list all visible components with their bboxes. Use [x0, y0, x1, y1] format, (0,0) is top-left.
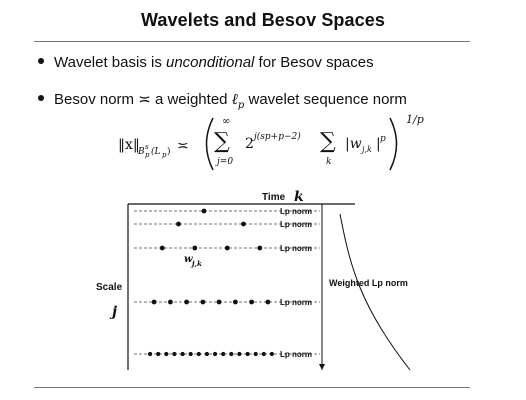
- coefficient-dot: [172, 351, 177, 357]
- footer-divider: [34, 387, 470, 388]
- coefficient-dot: [188, 351, 193, 357]
- time-label: Time: [262, 192, 286, 203]
- asymp-symbol: ≍: [138, 91, 151, 108]
- title-divider: [34, 41, 470, 42]
- scale-var: j: [109, 304, 117, 320]
- formula-arg-p: p: [162, 151, 167, 159]
- weighted-label-post: norm: [383, 278, 408, 288]
- outer-pow: 1/p: [406, 113, 424, 126]
- weighted-label-pre: Weighted: [329, 278, 372, 288]
- coefficient-dot: [249, 299, 255, 305]
- inner-sum-sigma: ∑: [320, 129, 336, 154]
- abs-term: |w: [345, 136, 362, 152]
- coefficient-rows: Lp norm Lp norm Lp norm Lp norm Lp norm: [134, 207, 320, 359]
- row-norm-label: Lp norm: [280, 244, 312, 253]
- w-label: w: [184, 254, 193, 265]
- coefficient-dot: [216, 299, 222, 305]
- formula-norm: ‖x‖: [118, 137, 140, 153]
- slide-title: Wavelets and Besov Spaces: [141, 10, 385, 30]
- coefficient-dot: [245, 351, 250, 357]
- sum-upper: ∞: [222, 116, 230, 127]
- coefficient-dot: [213, 351, 218, 357]
- coefficient-dot: [159, 245, 165, 251]
- bullet-1-post: for Besov spaces: [254, 54, 374, 71]
- row-norm-label: Lp norm: [280, 220, 312, 229]
- coefficient-dot: [201, 208, 207, 214]
- formula-arg-l: (L: [151, 146, 161, 157]
- bullet-2: Besov norm ≍ a weighted ℓp wavelet seque…: [38, 90, 407, 115]
- coefficient-dot: [200, 299, 206, 305]
- coefficient-dot: [269, 351, 274, 357]
- coefficient-dot: [168, 299, 173, 305]
- coefficient-dot: [180, 351, 185, 357]
- bullet-2-post: wavelet sequence norm: [244, 91, 407, 108]
- weighted-label-ell: Lp: [372, 278, 383, 288]
- coefficient-dot: [176, 221, 181, 227]
- bullet-2-mid: a weighted: [150, 91, 232, 108]
- coefficient-dot: [224, 245, 230, 251]
- w-sub: j,k: [190, 259, 202, 268]
- coefficient-dot: [233, 299, 238, 305]
- row-norm-label: Lp norm: [280, 207, 312, 216]
- bullet-dot-icon: [38, 95, 44, 102]
- abs-pow: p: [380, 134, 386, 144]
- ell-symbol: ℓ: [231, 90, 238, 108]
- bullet-1-em: unconditional: [165, 54, 255, 71]
- sum-lower: j=0: [215, 157, 233, 167]
- coefficient-dot: [164, 351, 169, 357]
- coefficient-dot: [196, 351, 201, 357]
- coefficient-dot: [151, 299, 157, 305]
- formula-besov-p: p: [145, 151, 150, 159]
- inner-sum-lower: k: [326, 157, 331, 167]
- abs-sub: j,k: [360, 145, 372, 154]
- coefficient-dot: [237, 351, 242, 357]
- coefficient-dot: [192, 245, 198, 251]
- time-var: k: [294, 189, 304, 205]
- bullet-1-pre: Wavelet basis is: [54, 54, 166, 71]
- row-norm-label: Lp norm: [280, 298, 312, 307]
- coefficient-dot: [148, 351, 153, 357]
- left-paren: [205, 117, 214, 171]
- row-norm-label: Lp norm: [280, 350, 312, 359]
- formula-besov-s: s: [145, 143, 149, 151]
- scale-label: Scale: [96, 282, 123, 293]
- formula-besov-b: B: [137, 147, 145, 157]
- wavelet-coefficient-diagram: Time k Scale j w j,k Weighted Lp norm Lp…: [96, 189, 411, 371]
- term-base: 2: [245, 136, 254, 152]
- bullet-1: Wavelet basis is unconditional for Besov…: [38, 54, 374, 72]
- sum-sigma: ∑: [214, 129, 230, 154]
- decay-curve: [339, 213, 411, 371]
- coefficient-dot: [261, 351, 266, 357]
- coefficient-dot: [241, 221, 246, 227]
- abs-close: |: [376, 136, 381, 152]
- weighted-norm-label: Weighted Lp norm: [329, 278, 408, 288]
- coefficient-dot: [204, 351, 209, 357]
- bullet-2-pre: Besov norm: [54, 91, 139, 108]
- coefficient-dot: [265, 299, 271, 305]
- weighted-arrowhead-icon: [319, 364, 325, 370]
- term-exp: j(sp+p−2): [252, 131, 301, 142]
- coefficient-dot: [156, 351, 161, 357]
- besov-norm-formula: ‖x‖ B s p (L p ) ≍ ∞ ∑ j=0 2 j(sp+p−2) ∑…: [118, 113, 424, 171]
- coefficient-dot: [184, 299, 190, 305]
- coefficient-dot: [253, 351, 258, 357]
- bullet-dot-icon: [38, 58, 44, 65]
- coefficient-dot: [229, 351, 234, 357]
- right-paren: [389, 117, 398, 171]
- coefficient-dot: [221, 351, 226, 357]
- formula-arg-close: ): [167, 146, 171, 157]
- coefficient-dot: [257, 245, 263, 251]
- formula-asymp: ≍: [177, 138, 189, 154]
- ell-subscript: p: [237, 100, 245, 111]
